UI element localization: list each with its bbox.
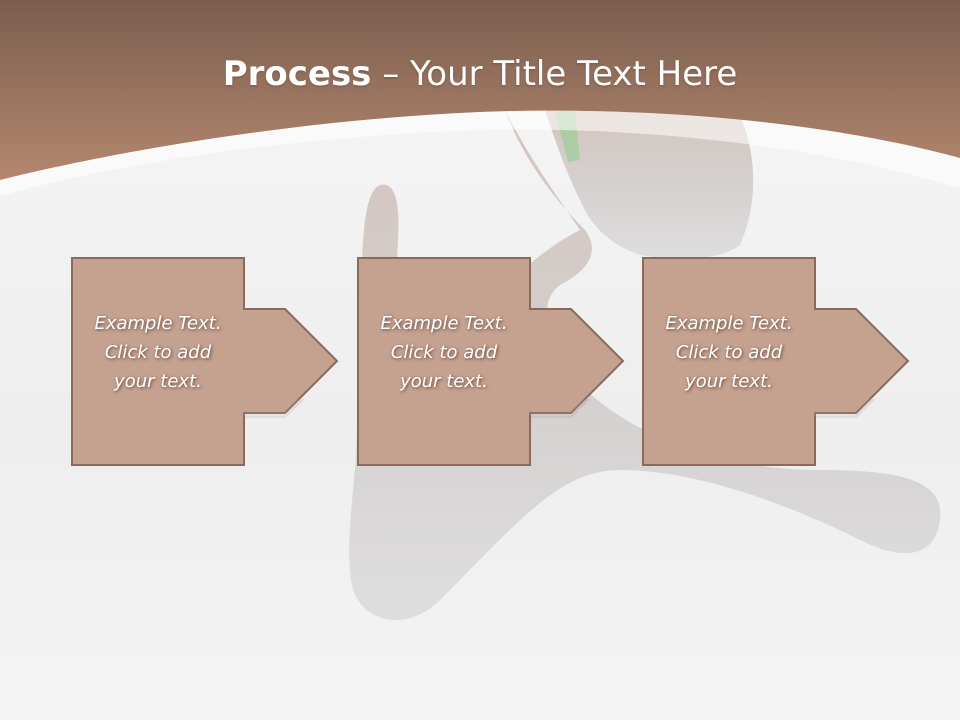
arrow-box-shape [357, 257, 625, 466]
process-step-2[interactable]: Example Text. Click to add your text. [357, 257, 629, 467]
slide-title[interactable]: Process – Your Title Text Here [0, 50, 960, 98]
step-text[interactable]: Example Text. Click to add your text. [380, 313, 508, 392]
arrow-box-shape [71, 257, 339, 466]
dancer-silhouette [349, 107, 941, 621]
step-text[interactable]: Example Text. Click to add your text. [665, 313, 793, 392]
title-bold-part: Process [222, 54, 372, 94]
process-step-3[interactable]: Example Text. Click to add your text. [642, 257, 914, 467]
step-2-reflection [357, 260, 629, 469]
header-swoosh [0, 110, 960, 196]
process-step-1[interactable]: Example Text. Click to add your text. [71, 257, 343, 467]
step-text[interactable]: Example Text. Click to add your text. [94, 313, 222, 392]
header-band [0, 0, 960, 180]
step-1-reflection [71, 260, 343, 469]
arrow-box-shape [642, 257, 910, 466]
title-rest-part: – Your Title Text Here [371, 54, 738, 94]
step-3-reflection [642, 260, 914, 469]
